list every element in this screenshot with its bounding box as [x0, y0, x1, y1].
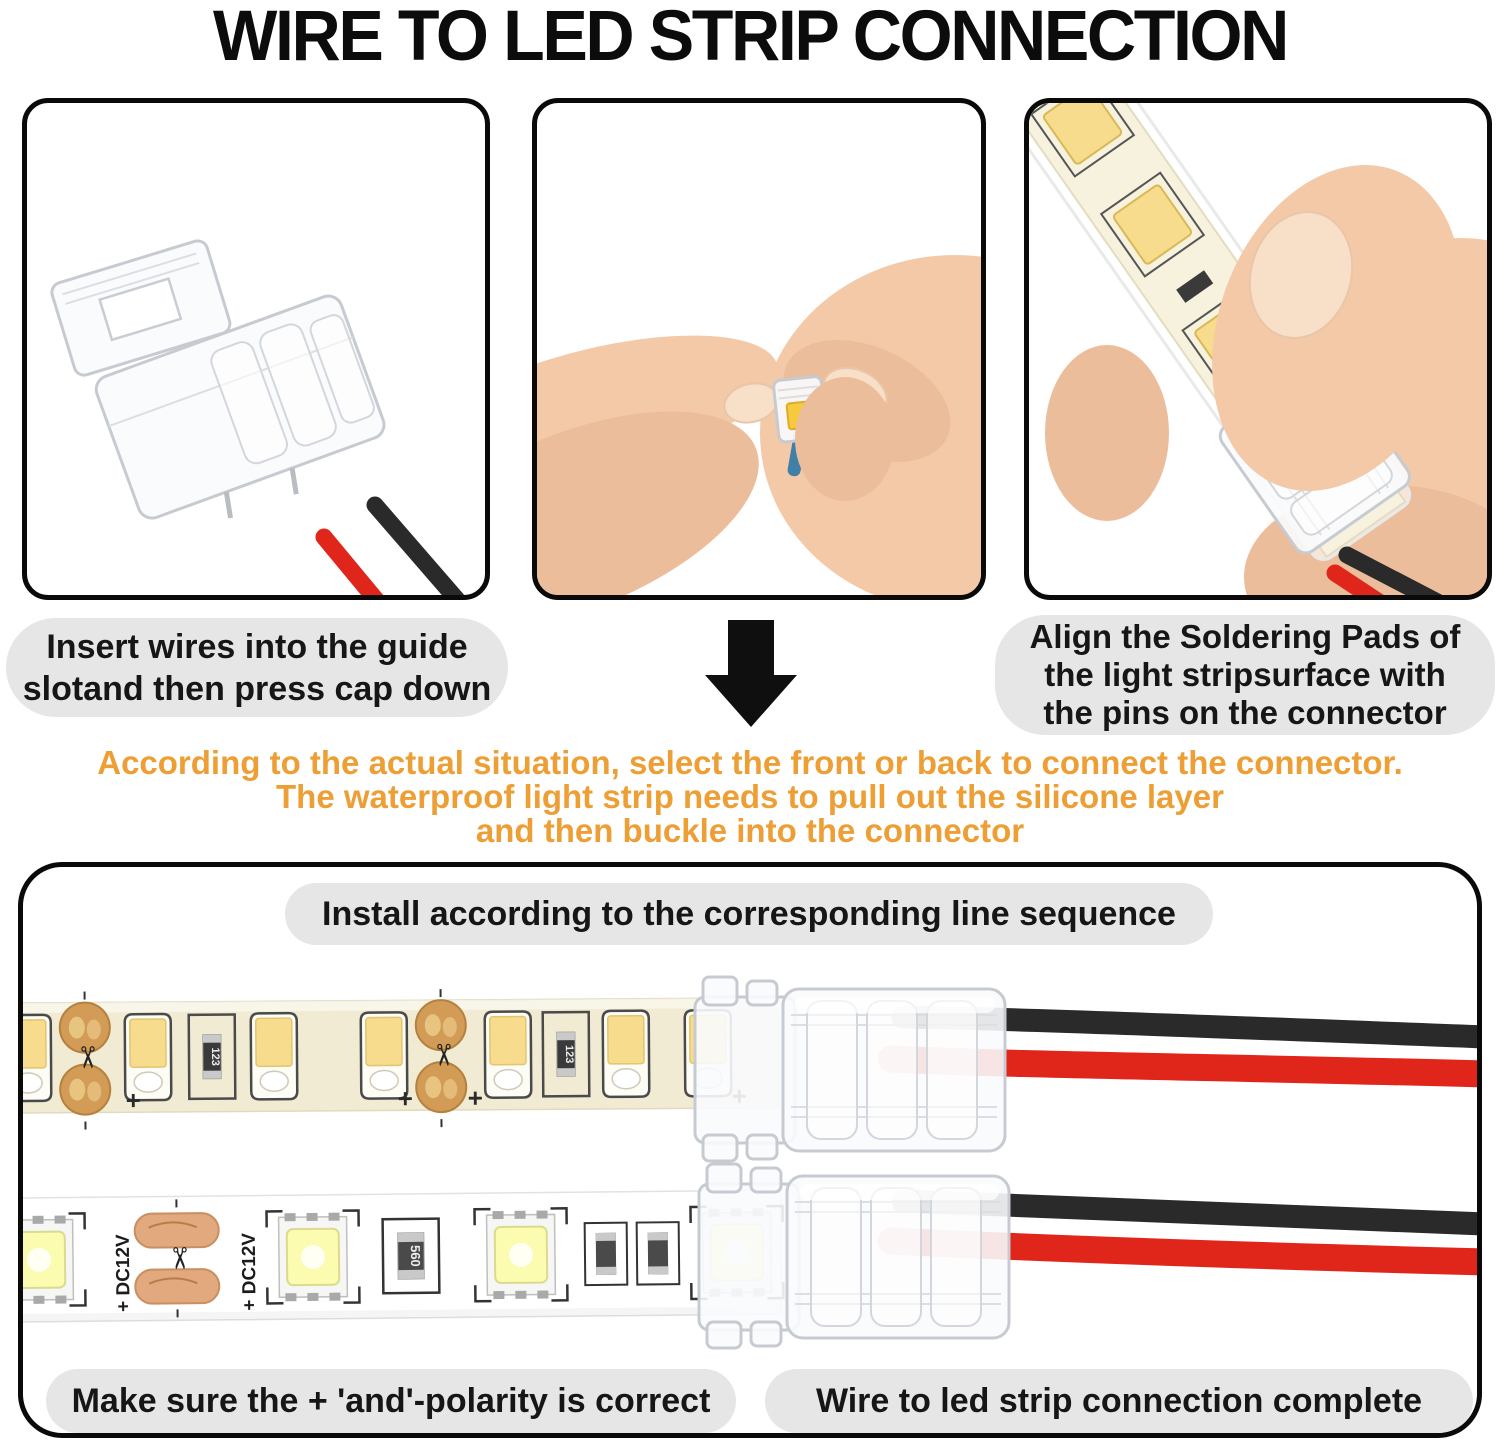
scissors-icon: ✂	[426, 1042, 459, 1067]
red-wire	[315, 528, 384, 595]
caption-line: the light stripsurface with	[1044, 656, 1446, 693]
photo-strip-into-connector	[1024, 98, 1492, 600]
strip-led	[1099, 171, 1206, 278]
polarity-plus: +	[468, 1083, 483, 1113]
resistor-code: 560	[408, 1245, 423, 1267]
resistor-code: 123	[563, 1045, 575, 1063]
lower-fingertip	[1045, 345, 1169, 521]
scissors-icon: ✂	[70, 1045, 103, 1070]
caption-line: the pins on the connector	[1043, 694, 1447, 731]
lower-connector	[697, 1162, 1011, 1350]
hands-illustration	[537, 255, 981, 595]
instruction-panel: ✂ ✂ 123 123 + + + + + DC12V	[18, 862, 1482, 1438]
strip-insert-illustration	[1029, 103, 1487, 595]
caption-line: slotand then press cap down	[22, 669, 492, 708]
voltage-label: + DC12V	[239, 1233, 261, 1311]
strip-resistor	[1176, 270, 1214, 303]
caption-align-pads: Align the Soldering Pads of the light st…	[995, 615, 1495, 735]
polarity-plus: +	[126, 1085, 141, 1115]
panel-artwork: ✂ ✂ 123 123 + + + + + DC12V	[23, 975, 1477, 1350]
note-text: According to the actual situation, selec…	[0, 746, 1500, 848]
left-thumb	[537, 411, 759, 595]
photo-connector-and-wires	[22, 98, 490, 600]
scissors-icon: ✂	[162, 1246, 195, 1271]
panel-header: Install according to the corresponding l…	[285, 883, 1213, 945]
voltage-label: + DC12V	[113, 1234, 135, 1312]
note-line: and then buckle into the connector	[475, 812, 1025, 849]
caption-line: Align the Soldering Pads of	[1029, 618, 1461, 655]
connector-illustration	[50, 239, 465, 595]
black-wire	[366, 496, 465, 595]
photo-press-cap-down	[532, 98, 986, 600]
solder-pads	[133, 1199, 221, 1318]
caption-polarity: Make sure the + 'and'-polarity is correc…	[46, 1369, 736, 1433]
lower-led-strip: + DC12V ✂ + DC12V 560	[23, 1189, 785, 1323]
left-index-finger	[537, 335, 779, 487]
down-arrow-icon	[705, 620, 797, 727]
caption-line: Insert wires into the guide	[46, 627, 468, 666]
caption-connection-complete: Wire to led strip connection complete	[765, 1369, 1473, 1433]
clear-connector	[50, 239, 386, 520]
strip-led	[1029, 103, 1136, 178]
note-line: The waterproof light strip needs to pull…	[276, 778, 1224, 815]
connector-cap	[50, 239, 232, 377]
thumb-nail	[1248, 210, 1354, 340]
red-wire	[1326, 564, 1384, 595]
polarity-plus: +	[398, 1083, 413, 1113]
upper-led-strip: ✂ ✂ 123 123 + + + +	[23, 987, 781, 1131]
resistor-code: 123	[209, 1047, 221, 1065]
caption-insert-wires: Insert wires into the guide slotand then…	[6, 618, 508, 717]
connector-pins	[223, 467, 299, 519]
upper-connector	[693, 975, 1007, 1163]
note-line: According to the actual situation, selec…	[97, 744, 1403, 781]
black-wire	[1338, 546, 1443, 595]
page-title: WIRE TO LED STRIP CONNECTION	[213, 0, 1289, 76]
right-fingertip	[795, 377, 895, 501]
